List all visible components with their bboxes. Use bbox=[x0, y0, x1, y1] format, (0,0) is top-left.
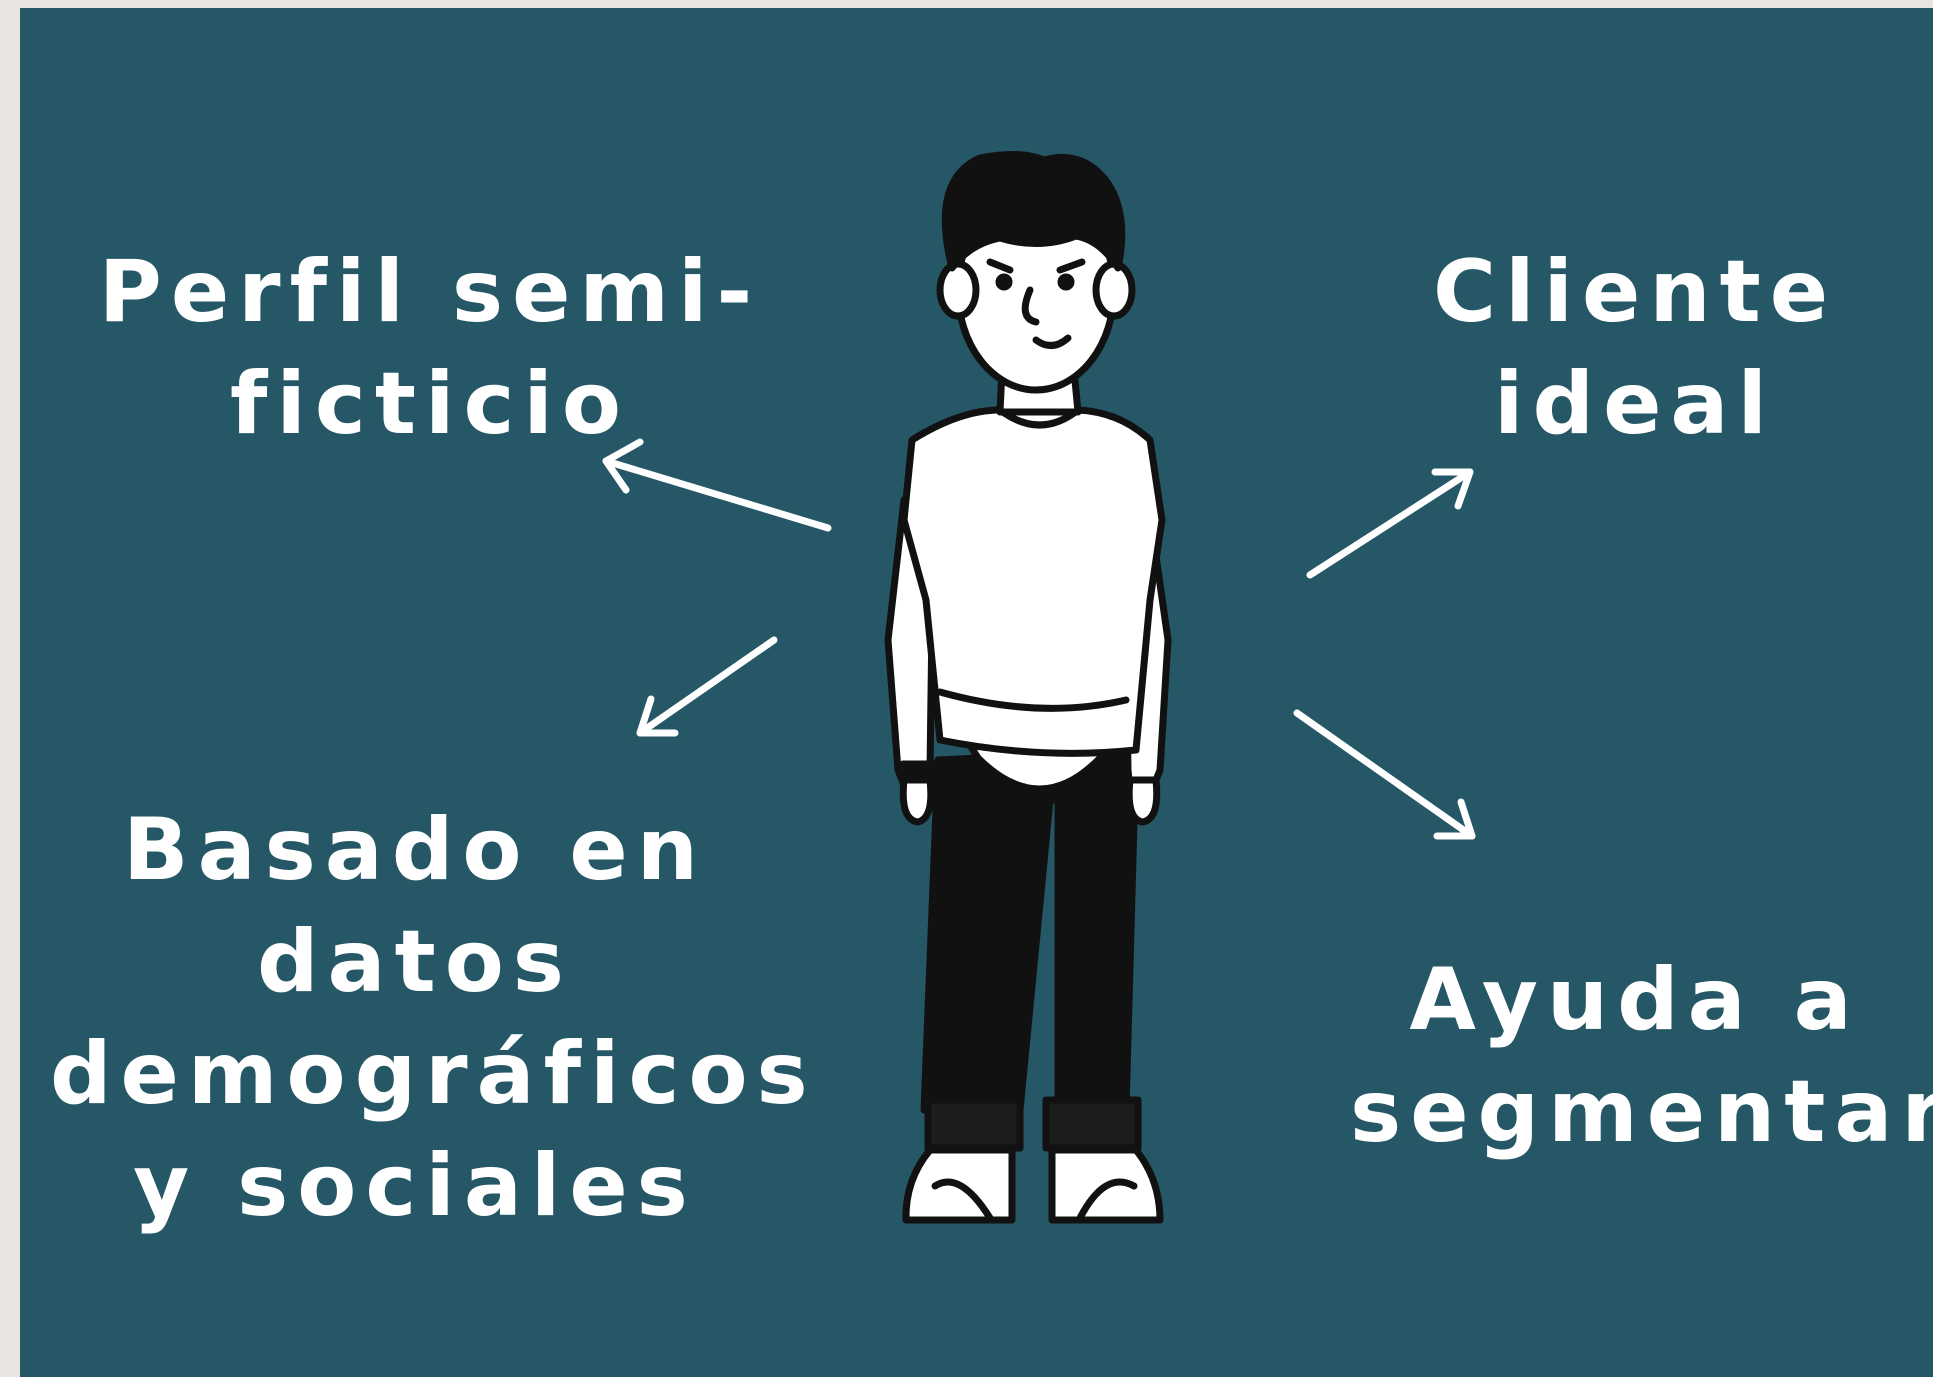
label-basado-line-1: Basado en bbox=[123, 800, 707, 900]
label-perfil-semificticio: Perfil semi- ficticio bbox=[90, 236, 770, 460]
label-cliente-line-1: Cliente bbox=[1432, 242, 1838, 342]
label-cliente-line-2: ideal bbox=[1494, 354, 1776, 454]
label-ayuda-a-segmentar: Ayuda a segmentar bbox=[1350, 944, 1933, 1168]
arrow-icon-basado bbox=[636, 636, 778, 737]
label-cliente-ideal: Cliente ideal bbox=[1400, 236, 1870, 460]
label-ayuda-line-2: segmentar bbox=[1350, 1062, 1933, 1162]
person-standing-illustration bbox=[884, 150, 1172, 1224]
label-basado-en-datos: Basado en datos demográficos y sociales bbox=[50, 794, 817, 1242]
label-perfil-line-1: Perfil semi- bbox=[98, 242, 762, 342]
arrow-icon-perfil bbox=[602, 438, 832, 532]
label-ayuda-line-1: Ayuda a bbox=[1409, 950, 1861, 1050]
arrow-icon-cliente bbox=[1306, 468, 1474, 579]
label-perfil-line-2: ficticio bbox=[229, 354, 630, 454]
label-basado-line-4: y sociales bbox=[133, 1136, 697, 1236]
arrow-icon-ayuda bbox=[1293, 709, 1476, 840]
label-basado-line-2: datos bbox=[257, 912, 573, 1012]
label-basado-line-3: demográficos bbox=[50, 1024, 817, 1124]
